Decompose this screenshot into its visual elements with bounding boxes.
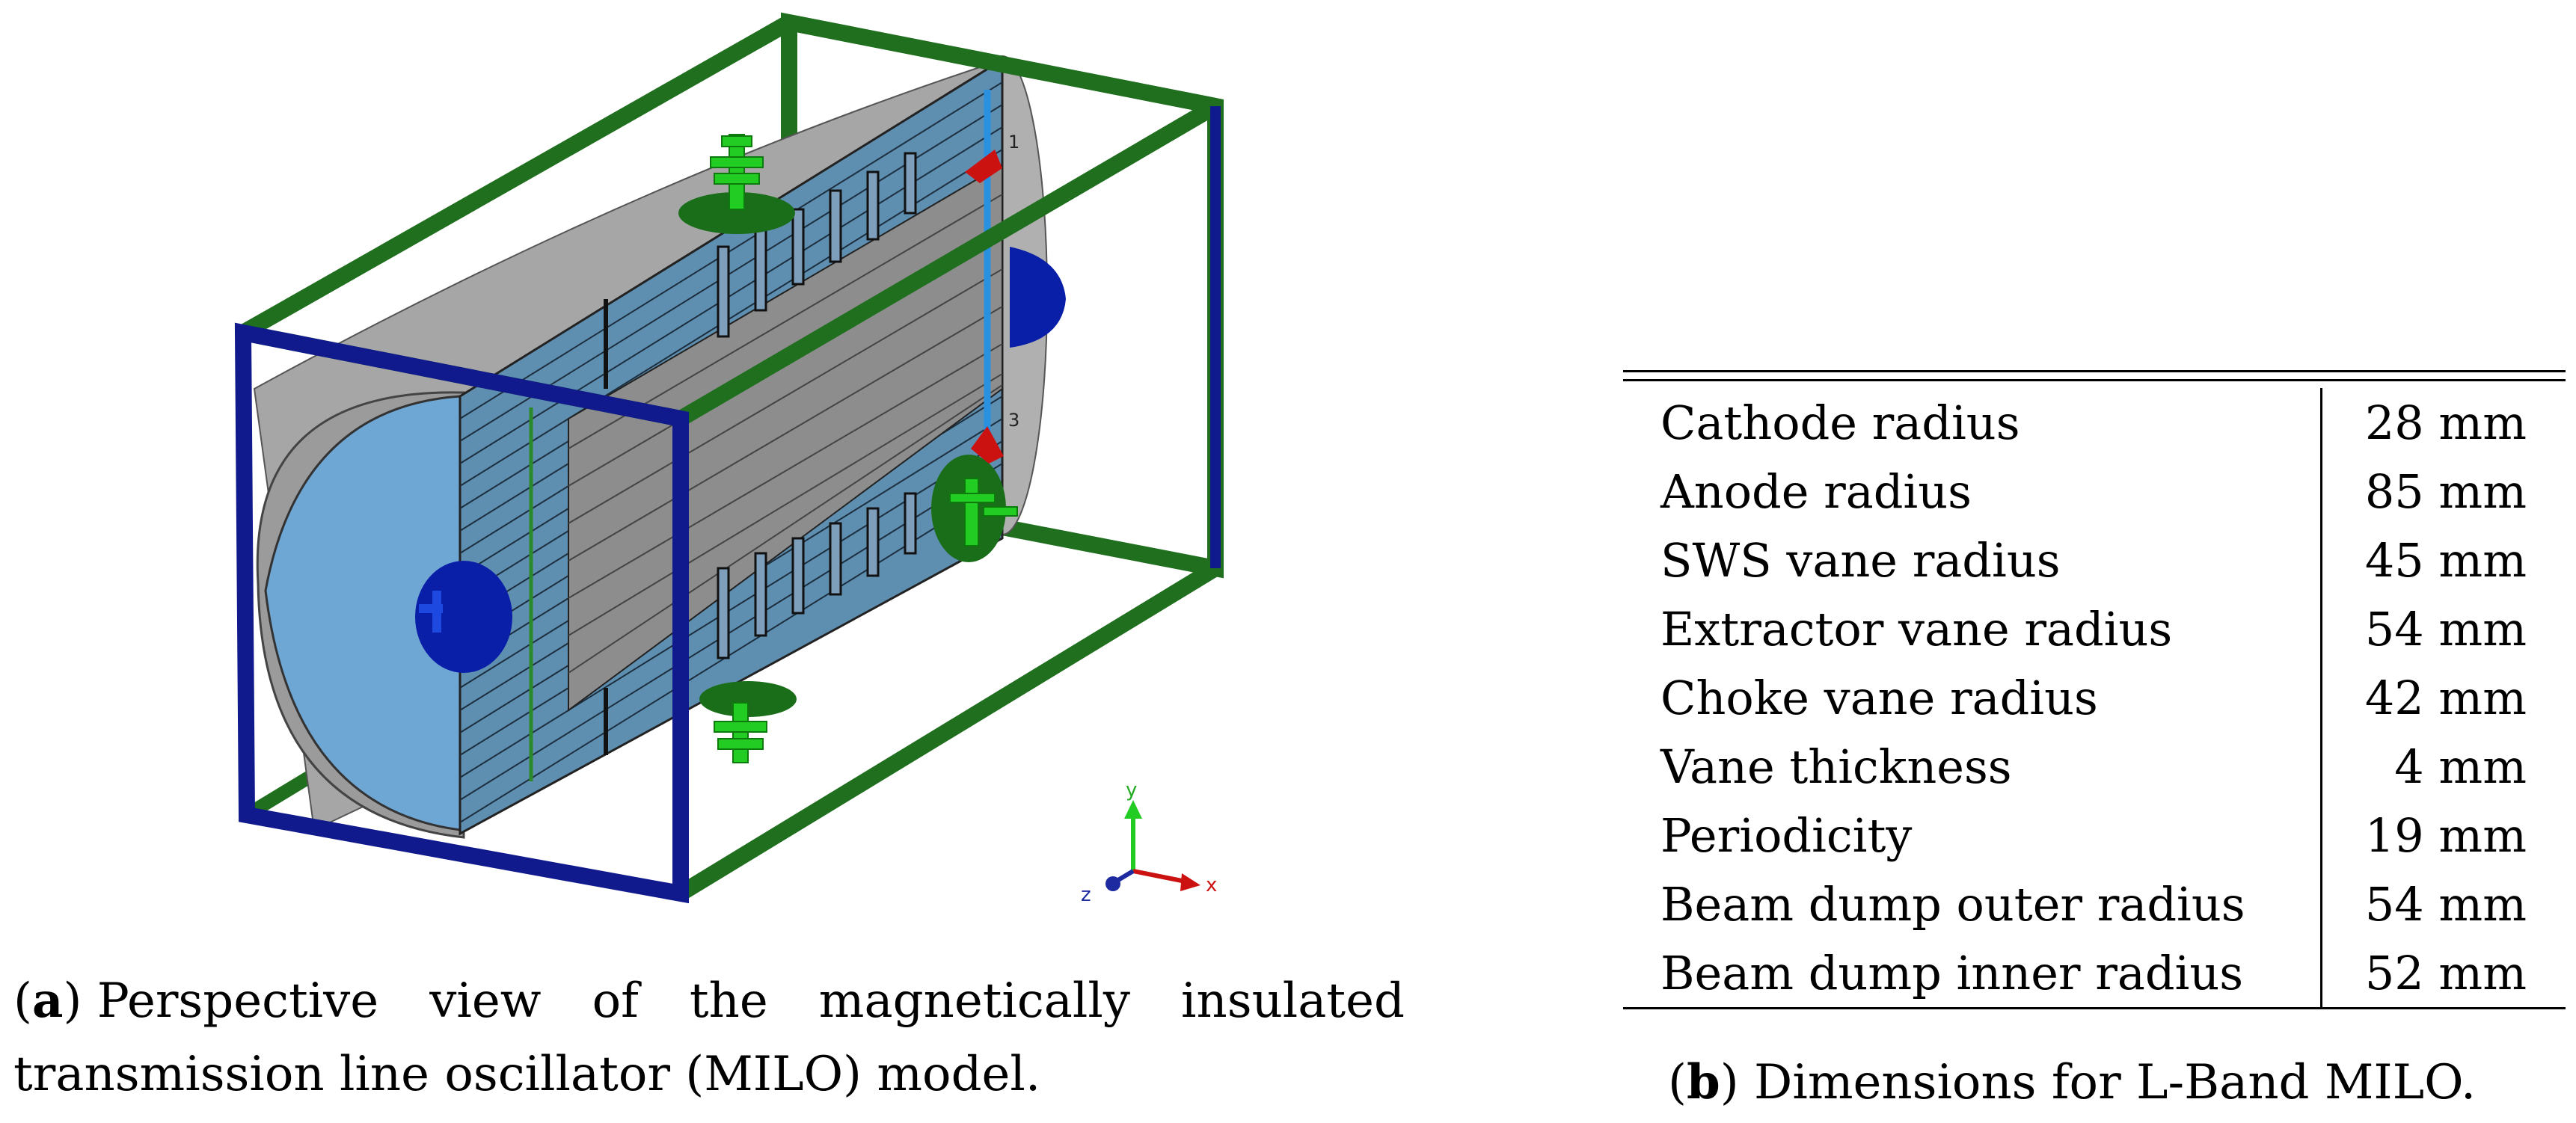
table-row: Cathode radius 28 mm [1623,388,2566,457]
caption-a-line2: transmission line oscillator (MILO) mode… [13,1047,1041,1102]
caption-a-word: magnetically [818,973,1130,1029]
caption-a-line1: (a) Perspective view of the magnetically… [13,964,1405,1038]
caption-a-word: view [429,973,542,1029]
row-parameter: Extractor vane radius [1623,594,2322,663]
caption-a-tag: a [31,973,64,1029]
table-row: Vane thickness 4 mm [1623,732,2566,801]
table-bottom-rule [1623,1007,2566,1009]
table-row: Choke vane radius 42 mm [1623,663,2566,732]
table-row: Beam dump outer radius 54 mm [1623,870,2566,938]
table-row: Periodicity 19 mm [1623,801,2566,870]
caption-a: (a) Perspective view of the magnetically… [13,964,1405,1111]
table-row: Beam dump inner radius 52 mm [1623,938,2566,1007]
axis-label-x: x [1206,874,1217,896]
axis-label-y: y [1126,779,1137,802]
caption-a-word-1: (a) Perspective [13,973,379,1029]
milo-3d-model: 1 3 [234,12,1224,906]
row-value: 54 mm [2364,601,2527,656]
caption-b: (b) Dimensions for L-Band MILO. [1668,1054,2477,1110]
bounding-box-front [234,14,1221,904]
axis-triad: y x z [1081,779,1217,906]
probe-line: 1 3 [984,90,1019,441]
row-parameter: Choke vane radius [1623,663,2322,732]
dimensions-table: Cathode radius 28 mm Anode radius 85 mm … [1623,388,2566,1007]
table-row: Extractor vane radius 54 mm [1623,594,2566,663]
row-parameter: Beam dump outer radius [1623,870,2322,938]
table-row: Anode radius 85 mm [1623,457,2566,526]
caption-b-tag: b [1686,1054,1720,1110]
axis-label-z: z [1081,884,1091,906]
row-value: 54 mm [2364,876,2527,932]
figure-a-milo-model: 1 3 [13,12,1405,1111]
row-parameter: Anode radius [1623,457,2322,526]
caption-a-word: insulated [1181,973,1405,1029]
row-parameter: Periodicity [1623,801,2322,870]
row-parameter: Cathode radius [1623,388,2322,457]
row-parameter: SWS vane radius [1623,526,2322,594]
table-top-rule-inner [1623,379,2566,381]
port-arrows [419,134,1018,763]
row-value: 45 mm [2364,532,2527,588]
row-value: 19 mm [2364,807,2527,863]
caption-b-text: Dimensions for L-Band MILO. [1738,1055,2477,1110]
row-parameter: Beam dump inner radius [1623,938,2322,1007]
row-value: 28 mm [2364,395,2527,450]
table-row: SWS vane radius 45 mm [1623,526,2566,594]
row-value: 85 mm [2364,464,2527,519]
caption-a-word: the [689,973,768,1029]
port-label-3: 3 [1008,410,1019,431]
caption-a-word: of [592,973,639,1029]
row-parameter: Vane thickness [1623,732,2322,801]
port-label-1: 1 [1008,132,1019,153]
row-value: 52 mm [2364,945,2527,1000]
row-value: 42 mm [2364,670,2527,725]
table-top-rule [1623,370,2566,372]
row-value: 4 mm [2394,739,2527,794]
